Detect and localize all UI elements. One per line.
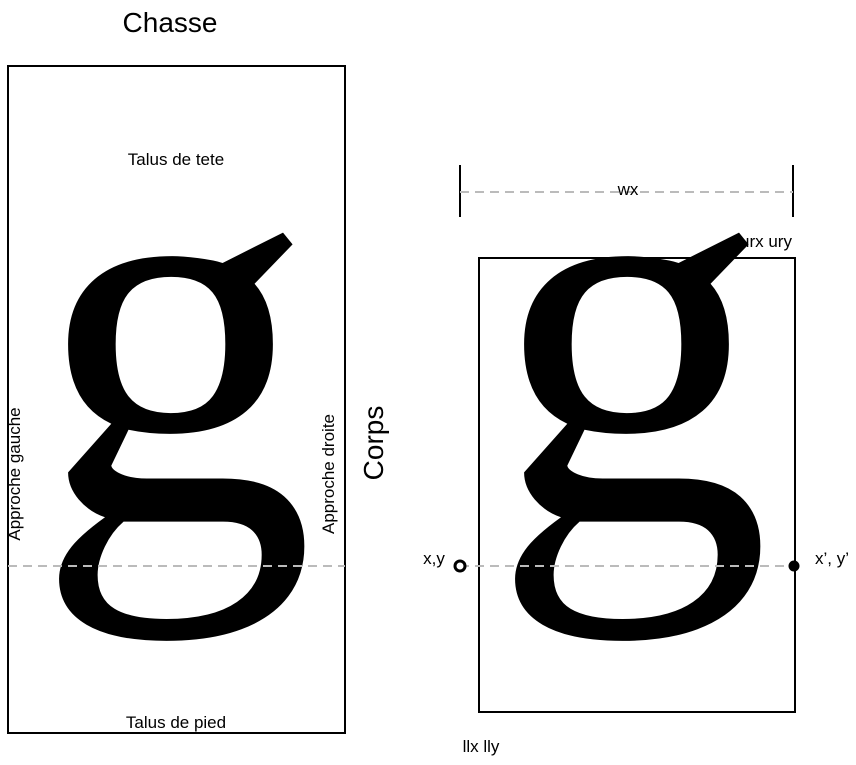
- chasse-box: [7, 65, 346, 734]
- corps-label: Corps: [358, 406, 389, 481]
- advance-point: [788, 560, 800, 572]
- urx-ury-label: urx ury: [740, 232, 792, 251]
- bounding-box: [478, 257, 796, 713]
- talus-de-pied-label: Talus de pied: [126, 713, 226, 732]
- left-glyph-g: g: [35, 22, 315, 643]
- advance-label: x’, y’: [815, 549, 849, 568]
- approche-gauche-label: Approche gauche: [5, 407, 24, 540]
- wx-label: wx: [617, 180, 639, 199]
- origin-point: [453, 559, 467, 573]
- origin-label: x,y: [423, 549, 445, 568]
- chasse-title: Chasse: [123, 7, 218, 38]
- talus-de-tete-label: Talus de tete: [128, 150, 224, 169]
- right-glyph-g: g: [491, 22, 771, 643]
- llx-lly-label: llx lly: [463, 737, 500, 756]
- approche-droite-label: Approche droite: [319, 414, 338, 534]
